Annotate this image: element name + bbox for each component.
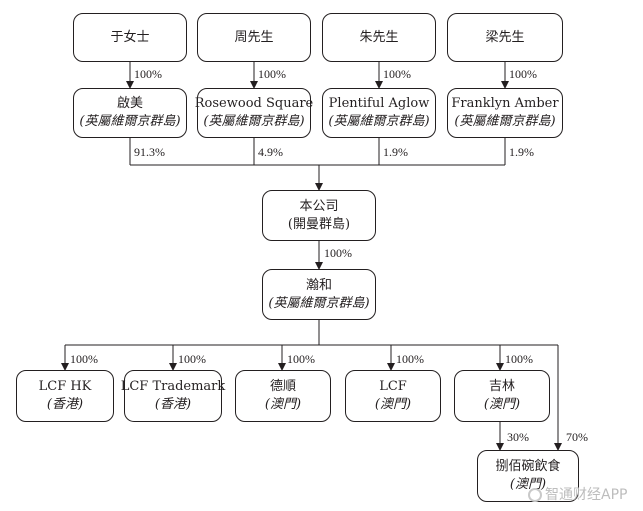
subsidiary-box-deshun: 德順 (澳門) — [235, 370, 331, 422]
owner-name: 于女士 — [110, 29, 150, 45]
subsidiary-pct-label: 100% — [396, 352, 424, 366]
holdco-box-qimei: 啟美 (英屬維爾京群島) — [73, 88, 187, 138]
owner-box-zhu: 朱先生 — [322, 13, 436, 62]
owner-box-yu: 于女士 — [73, 13, 187, 62]
owner-box-liang: 梁先生 — [447, 13, 563, 62]
subsidiary-place: (澳門) — [264, 397, 302, 412]
holdco-pct-label: 1.9% — [509, 145, 534, 159]
subsidiary-place: (澳門) — [374, 397, 412, 412]
holdco-name: Plentiful Aglow — [328, 96, 430, 111]
subsidiary-box-lcf-trademark: LCF Trademark (香港) — [121, 370, 225, 422]
holdco-pct-label: 91.3% — [134, 145, 165, 159]
holdco-box-franklyn: Franklyn Amber (英屬維爾京群島) — [447, 88, 563, 138]
subsidiary-pct-label: 100% — [70, 352, 98, 366]
owner-box-zhou: 周先生 — [197, 13, 311, 62]
subsidiary-place: (香港) — [154, 397, 192, 412]
watermark: 智通财经APP — [528, 484, 627, 504]
intermediate-place: (英屬維爾京群島) — [268, 295, 370, 311]
jv-pct-from-jilin: 30% — [507, 430, 529, 444]
subsidiary-pct-label: 100% — [287, 352, 315, 366]
subsidiary-name: LCF HK — [38, 379, 92, 394]
holdco-pct-label: 4.9% — [258, 145, 283, 159]
subsidiary-pct-label: 100% — [178, 352, 206, 366]
holdco-name: Franklyn Amber — [451, 96, 559, 111]
intermediate-box: 瀚和 (英屬維爾京群島) — [262, 269, 376, 320]
company-name: 本公司 — [299, 198, 339, 214]
subsidiary-box-jilin: 吉林 (澳門) — [454, 370, 550, 422]
owner-pct-label: 100% — [134, 67, 162, 81]
company-box: 本公司 (開曼群島) — [262, 190, 376, 241]
subsidiary-pct-label: 100% — [505, 352, 533, 366]
owner-name: 朱先生 — [359, 29, 399, 45]
jv-pct-from-parent: 70% — [566, 430, 588, 444]
holdco-box-plentiful: Plentiful Aglow (英屬維爾京群島) — [322, 88, 436, 138]
holdco-name: 啟美 — [116, 96, 143, 111]
jv-name: 捌佰碗飲食 — [495, 459, 561, 474]
subsidiary-place: (香港) — [46, 397, 84, 412]
holdco-place: (英屬維爾京群島) — [203, 114, 305, 129]
owner-pct-label: 100% — [258, 67, 286, 81]
watermark-text: 智通财经APP — [545, 487, 628, 503]
owner-pct-label: 100% — [509, 67, 537, 81]
intermediate-name: 瀚和 — [305, 277, 332, 293]
subsidiary-name: 吉林 — [488, 379, 515, 394]
owner-name: 周先生 — [234, 29, 274, 45]
holdco-place: (英屬維爾京群島) — [328, 114, 430, 129]
watermark-logo-icon — [528, 488, 542, 502]
holdco-box-rosewood: Rosewood Square (英屬維爾京群島) — [194, 88, 314, 138]
holdco-place: (英屬維爾京群島) — [79, 114, 181, 129]
holdco-place: (英屬維爾京群島) — [454, 114, 556, 129]
subsidiary-box-lcf-hk: LCF HK (香港) — [16, 370, 114, 422]
subsidiary-name: LCF — [379, 379, 407, 394]
owner-name: 梁先生 — [485, 29, 525, 45]
holdco-name: Rosewood Square — [194, 96, 314, 111]
company-pct-label: 100% — [324, 246, 352, 260]
owner-pct-label: 100% — [383, 67, 411, 81]
holdco-pct-label: 1.9% — [383, 145, 408, 159]
company-place: (開曼群島) — [287, 216, 351, 232]
subsidiary-box-lcf-macau: LCF (澳門) — [345, 370, 441, 422]
subsidiary-name: 德順 — [269, 379, 296, 394]
subsidiary-place: (澳門) — [483, 397, 521, 412]
subsidiary-name: LCF Trademark — [120, 379, 226, 394]
